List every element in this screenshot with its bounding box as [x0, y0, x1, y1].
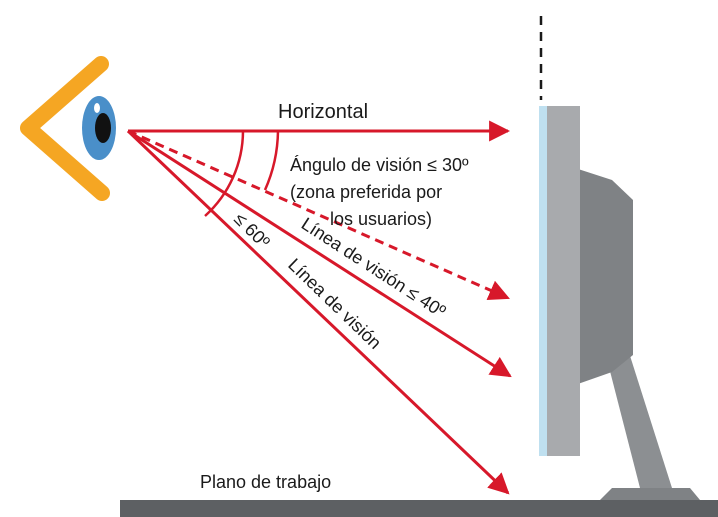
sight-line-60 — [126, 129, 510, 495]
monitor-icon — [539, 16, 700, 500]
desk-surface — [120, 500, 718, 517]
sight-line-40 — [127, 129, 512, 378]
monitor-screen-face — [539, 106, 547, 456]
sight-lines — [126, 120, 512, 495]
monitor-stand-neck — [602, 340, 672, 488]
eye-highlight — [94, 103, 100, 113]
label-horizontal: Horizontal — [278, 101, 368, 123]
label-sight-line-40: Línea de visión ≤ 40º — [298, 214, 450, 322]
monitor-back-housing — [575, 168, 633, 385]
monitor-body — [546, 106, 580, 456]
eye-outline — [20, 56, 110, 201]
preferred-sight-line-dashed — [127, 129, 510, 301]
eye-icon — [20, 56, 116, 201]
label-angle-line1: Ángulo de visión ≤ 30º — [290, 155, 469, 175]
eye-pupil — [95, 113, 111, 143]
label-angle-60: ≤ 60º — [230, 209, 274, 253]
angle-arc-inner — [204, 130, 245, 217]
monitor-stand-base — [600, 488, 700, 500]
label-work-plane: Plano de trabajo — [200, 472, 331, 492]
label-angle-line3: los usuarios) — [330, 209, 432, 229]
label-angle-line2: (zona preferida por — [290, 182, 442, 202]
angle-arc-30 — [263, 130, 280, 191]
